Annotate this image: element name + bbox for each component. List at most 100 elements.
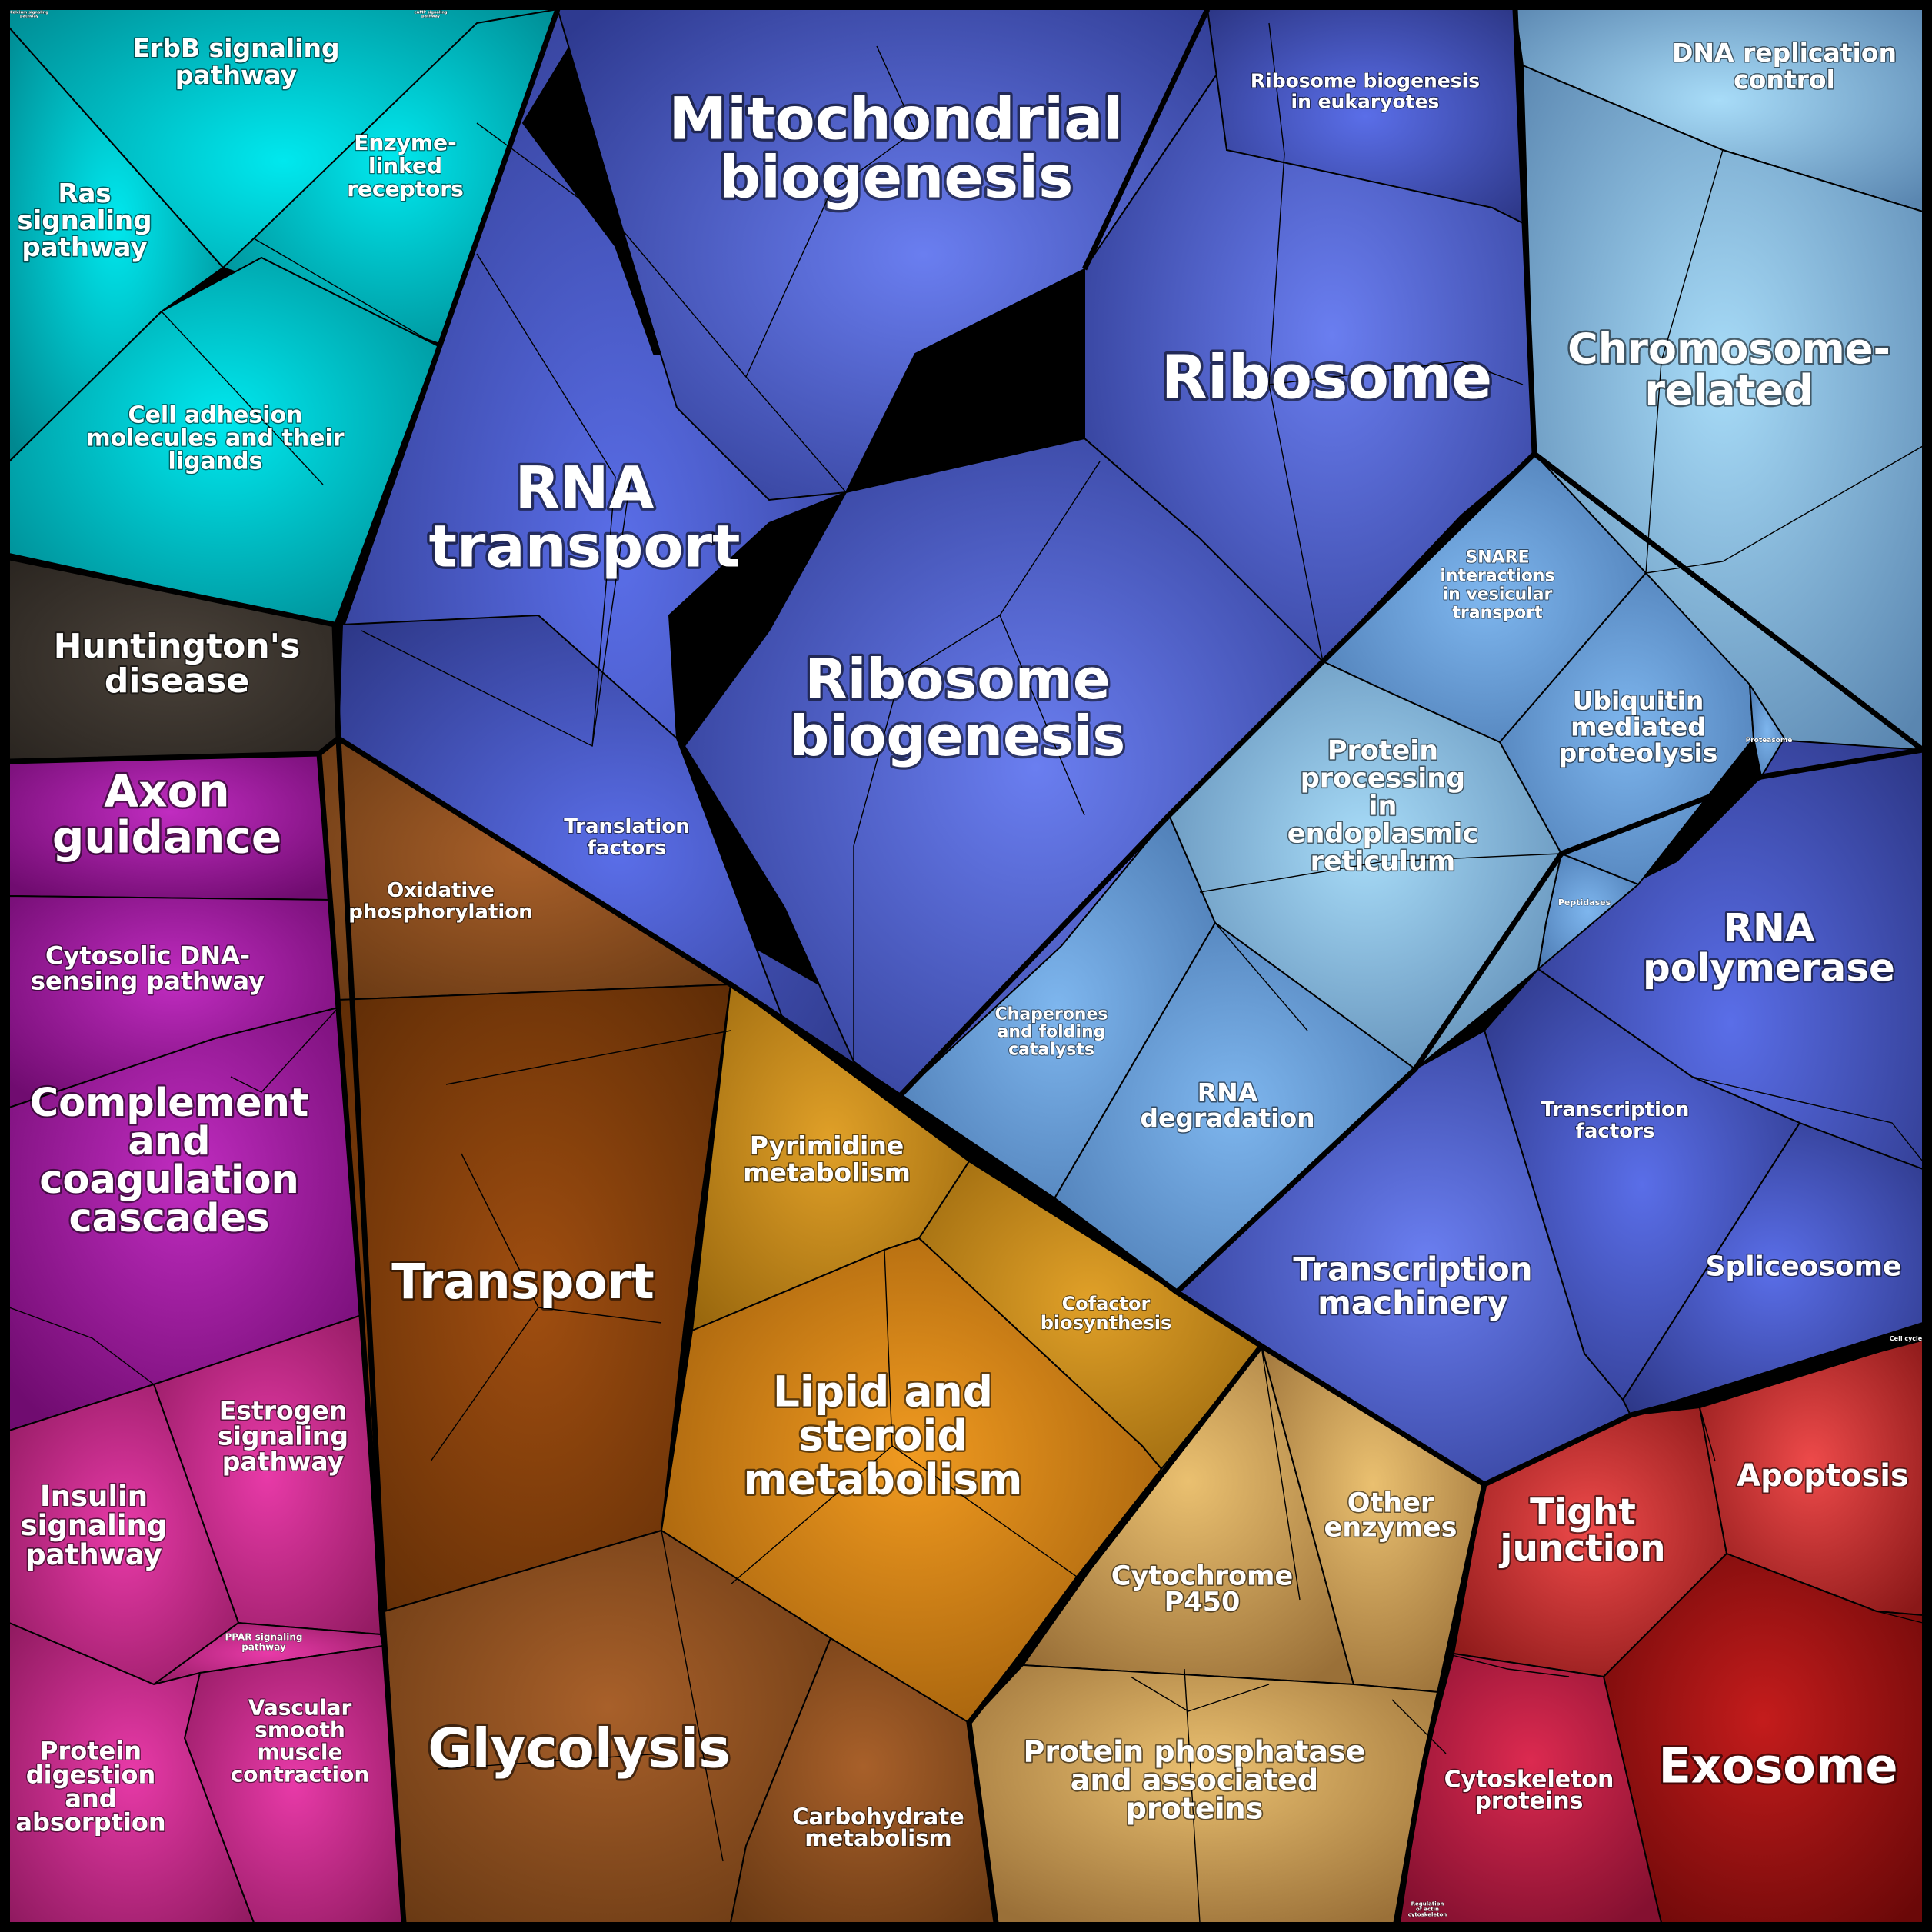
label-line: transport [429, 512, 741, 581]
label-line: Ribosome biogenesis [1251, 69, 1480, 92]
label-line: Transcription [1541, 1098, 1690, 1121]
label-line: sensing pathway [31, 967, 265, 996]
label-line: Spliceosome [1706, 1251, 1902, 1283]
label-line: Cytosolic DNA- [45, 941, 250, 971]
label-line: Apoptosis [1737, 1458, 1909, 1494]
label-line: biogenesis [790, 704, 1126, 768]
label-line: Chromosome- [1567, 325, 1890, 373]
region-enzymes [968, 1344, 1486, 1924]
label-line: enzymes [1324, 1512, 1457, 1543]
label-cell-cycle: Cell cycle [1890, 1335, 1923, 1342]
region-organismal [8, 752, 405, 1924]
label-line: cytoskeleton [1408, 1911, 1447, 1917]
label-line: Axon [104, 764, 229, 817]
label-line: biogenesis [719, 143, 1074, 212]
cell-ribo-biogenesis-euk [1206, 8, 1524, 225]
label-line: pathway [22, 232, 147, 263]
label-transport: Transport [391, 1254, 655, 1310]
label-line: Complement [30, 1081, 309, 1126]
label-line: Estrogen [219, 1396, 347, 1426]
label-line: pathway [222, 1447, 344, 1477]
label-line: Pyrimidine [750, 1131, 904, 1161]
label-line: in eukaryotes [1291, 90, 1440, 112]
label-line: biosynthesis [1041, 1312, 1172, 1334]
label-line: Ribosome [1161, 343, 1492, 412]
label-line: related [1644, 366, 1813, 415]
label-line: transport [1452, 604, 1543, 623]
label-line: Ribosome [804, 647, 1110, 711]
label-line: processing [1301, 763, 1465, 794]
label-line: and [65, 1784, 116, 1814]
label-line: Other [1347, 1487, 1434, 1518]
label-proteasome: Proteasome [1746, 737, 1793, 744]
label-line: reticulum [1311, 846, 1456, 877]
label-line: signaling [218, 1421, 348, 1451]
cell-protein-digestion [8, 1621, 255, 1924]
label-line: digestion [26, 1760, 156, 1790]
label-line: linked [368, 153, 442, 178]
label-peptidases: Peptidases [1558, 898, 1611, 908]
label-line: disease [105, 661, 249, 701]
label-line: cAMP signaling [415, 10, 448, 15]
label-chromosome: Chromosome-related [1567, 325, 1890, 415]
label-line: Cytochrome [1111, 1561, 1293, 1591]
label-line: coagulation [39, 1158, 299, 1203]
label-line: Cytoskeleton [1444, 1767, 1614, 1794]
label-line: Carbohydrate [792, 1804, 964, 1830]
label-line: muscle [258, 1739, 343, 1764]
label-line: mediated [1571, 712, 1706, 742]
label-glycolysis: Glycolysis [428, 1717, 731, 1780]
label-line: molecules and their [86, 425, 344, 452]
label-line: ErbB signaling [132, 33, 339, 63]
label-cytosolic-dna: Cytosolic DNA-sensing pathway [31, 941, 265, 996]
label-line: proteolysis [1559, 738, 1718, 768]
label-line: Transport [391, 1254, 655, 1310]
label-line: pathway [242, 1642, 286, 1653]
label-line: Chaperones [995, 1005, 1108, 1024]
label-line: junction [1498, 1527, 1665, 1570]
label-line: Vascular [248, 1694, 352, 1720]
label-line: and folding [998, 1023, 1106, 1042]
region-metabolism [318, 737, 1263, 1924]
label-line: Peptidases [1558, 898, 1611, 908]
label-line: RNA [1198, 1078, 1258, 1108]
label-line: proteins [1474, 1788, 1583, 1815]
label-ribosome: Ribosome [1161, 343, 1492, 412]
label-line: machinery [1317, 1284, 1508, 1322]
label-line: Protein [40, 1737, 142, 1766]
label-line: Regulation [1411, 1900, 1444, 1907]
label-line: absorption [15, 1808, 165, 1837]
label-line: cascades [68, 1196, 269, 1241]
label-line: signaling [17, 205, 152, 236]
label-line: control [1734, 65, 1835, 95]
label-line: proteins [1126, 1791, 1264, 1825]
label-line: receptors [347, 176, 464, 202]
label-line: ligands [168, 448, 263, 475]
label-line: steroid [798, 1411, 967, 1460]
label-line: in [1369, 791, 1397, 821]
